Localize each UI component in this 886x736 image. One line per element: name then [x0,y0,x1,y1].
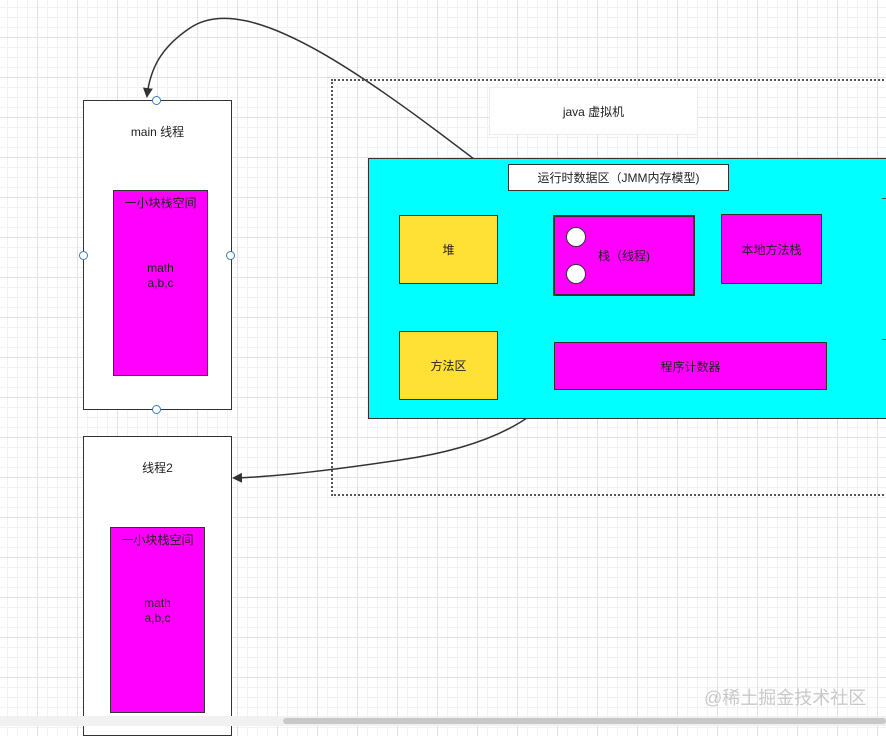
native-method-stack-box[interactable]: 本地方法栈 [721,214,822,284]
pc-register-label: 程序计数器 [660,359,721,374]
thread2-stack-block[interactable]: 一小块栈空间 math a,b,c [110,527,205,713]
method-area-box[interactable]: 方法区 [399,331,498,400]
edge-tick [882,198,886,199]
method-area-label: 方法区 [430,359,467,373]
resize-handle-right[interactable] [226,251,235,260]
resize-handle-left[interactable] [79,251,88,260]
native-stack-label: 本地方法栈 [741,242,802,257]
jvm-title: java 虚拟机 [489,87,698,135]
runtime-data-area-title: 运行时数据区（JMM内存模型) [508,164,729,191]
jvm-container[interactable] [331,79,886,496]
stack-block-title: 一小块栈空间 [124,196,197,210]
thread2-box[interactable]: 线程2 一小块栈空间 math a,b,c [83,436,232,736]
main-thread-title: main 线程 [130,125,185,139]
main-thread-stack-block[interactable]: 一小块栈空间 math a,b,c [113,190,208,376]
stack-block-vars: a,b,c [147,276,174,290]
stack-port-top[interactable] [566,227,586,247]
stack-label: 栈（线程) [598,249,650,263]
pc-register-box[interactable]: 程序计数器 [554,342,827,390]
stack-block-title: 一小块栈空间 [121,533,194,547]
jvm-title-text: java 虚拟机 [562,104,625,119]
watermark: @稀土掘金技术社区 [704,688,867,708]
runtime-title-text: 运行时数据区（JMM内存模型) [537,171,700,185]
thread2-title: 线程2 [142,461,173,475]
stack-block-method: math [144,596,171,610]
heap-label: 堆 [442,243,455,257]
stack-block-vars: a,b,c [144,611,171,625]
resize-handle-bottom[interactable] [152,405,161,414]
stack-port-bottom[interactable] [566,264,586,284]
edge-tick [882,339,886,340]
main-thread-box[interactable]: main 线程 一小块栈空间 math a,b,c [83,100,232,410]
horizontal-scrollbar-thumb[interactable] [283,718,886,724]
stack-block-method: math [147,261,174,275]
heap-box[interactable]: 堆 [399,215,498,284]
resize-handle-top[interactable] [152,96,161,105]
